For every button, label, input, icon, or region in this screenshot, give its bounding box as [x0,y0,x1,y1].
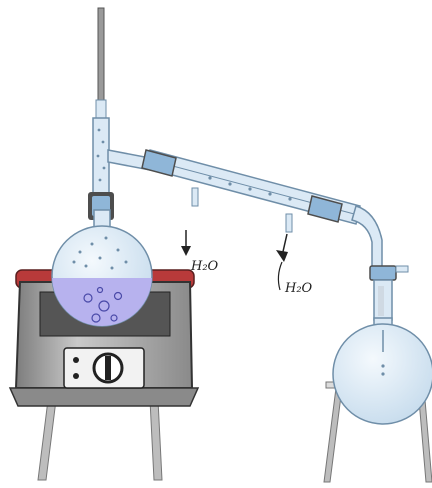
heater-control-panel [64,348,144,388]
still-head [93,118,109,194]
thermometer [96,8,106,118]
heater-legs [38,400,162,480]
water-out-label: H₂O [284,281,313,296]
water-out-indicator: H₂O [276,234,313,296]
receiving-flask [333,318,432,424]
adapter [352,206,408,320]
indicator-dot-icon [73,373,79,379]
condenser [108,150,360,232]
indicator-dot-icon [73,357,79,363]
water-in-indicator: H₂O [181,230,219,274]
water-in-label: H₂O [190,259,219,274]
